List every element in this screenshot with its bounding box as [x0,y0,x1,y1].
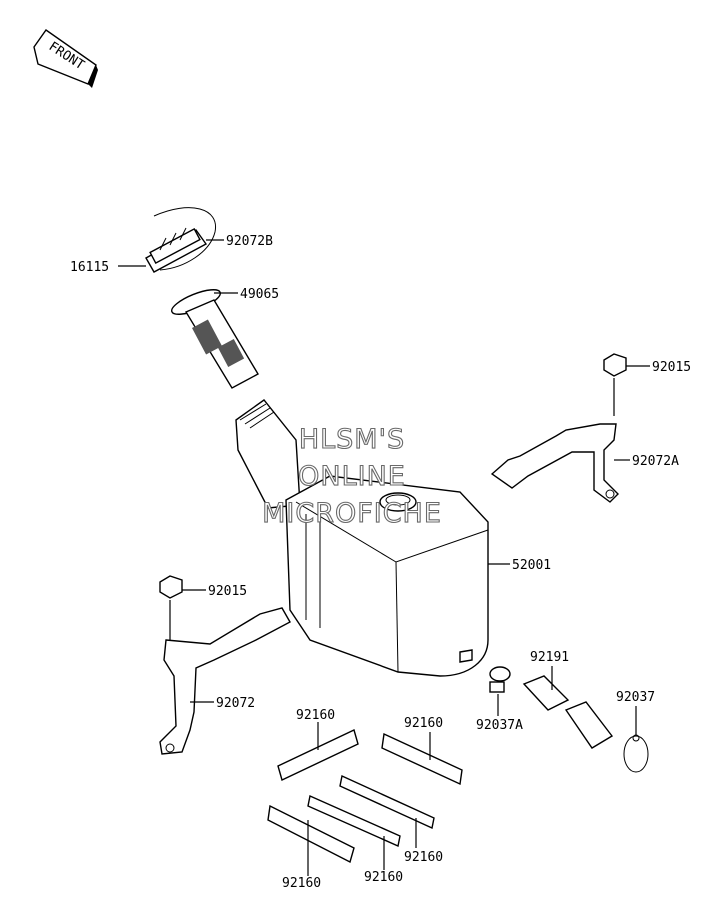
callout-92072B: 92072B [226,234,273,249]
callout-92191: 92191 [530,650,569,665]
clamp-92037A [489,666,511,693]
fuel-hose [522,675,614,749]
callout-92160-a: 92160 [296,708,335,723]
nut-left [159,575,183,640]
watermark-line-2: ONLINE [298,461,406,492]
fuel-cap [145,207,216,273]
bracket-92072A [490,423,619,503]
watermark-line-1: HLSM'S [299,424,405,455]
fuel-tank [235,399,489,677]
callout-92072A: 92072A [632,454,679,469]
bracket-92072 [159,607,291,755]
callout-92160-b: 92160 [404,716,443,731]
watermark: HLSM'S ONLINE MICROFICHE [262,423,442,529]
fuel-filter [171,289,259,389]
callout-92015-right: 92015 [652,360,691,375]
callout-16115: 16115 [70,260,109,275]
clamp-92037 [623,734,649,773]
callout-92160-e: 92160 [364,870,403,885]
pads-92160 [267,729,463,864]
leader-lines [118,239,650,876]
front-arrow-icon: FRONT [33,29,98,88]
nut-right [603,353,627,416]
watermark-line-3: MICROFICHE [262,498,442,529]
callout-92037: 92037 [616,690,655,705]
callout-52001: 52001 [512,558,551,573]
callout-92072: 92072 [216,696,255,711]
callout-92037A: 92037A [476,718,523,733]
callout-49065: 49065 [240,287,279,302]
callout-92160-c: 92160 [404,850,443,865]
callout-92015-left: 92015 [208,584,247,599]
callout-92160-d: 92160 [282,876,321,891]
